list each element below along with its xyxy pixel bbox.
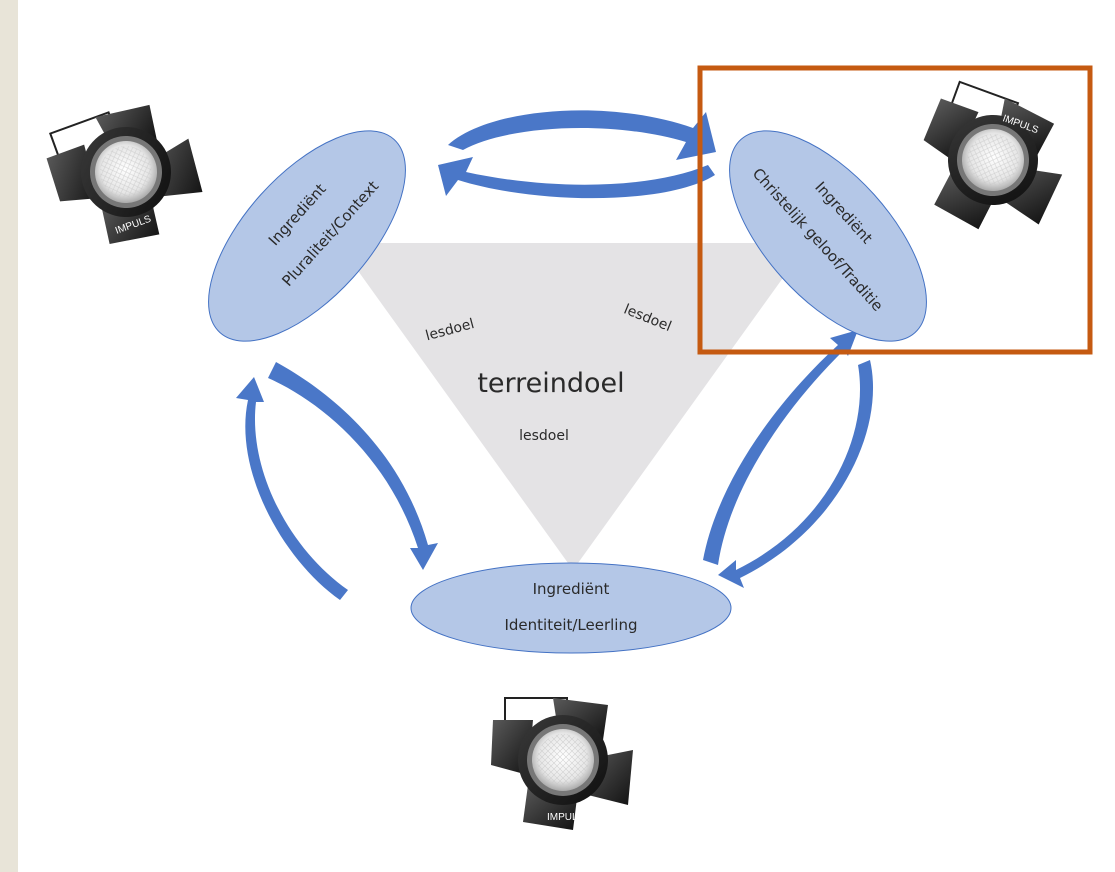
ingredient-pluraliteit-context: Ingrediënt Pluraliteit/Context [208, 130, 406, 342]
diagram: Ingrediënt Pluraliteit/Context Ingrediën… [36, 65, 1093, 831]
cycle-arrows-top [438, 110, 716, 199]
highlight-box [697, 65, 1093, 355]
ingredient-3-line2: Identiteit/Leerling [504, 616, 637, 634]
lesdoel-label-center: lesdoel [519, 428, 569, 444]
spotlight-icon: IMPULS [900, 76, 1081, 251]
spotlight-icon: IMPULS [36, 88, 217, 264]
spotlight-3-label: IMPULS [547, 812, 585, 823]
cycle-arrows-left [236, 362, 438, 600]
diagram-canvas: Ingrediënt Pluraliteit/Context Ingrediën… [18, 0, 1115, 872]
cycle-arrows-right [703, 330, 874, 588]
terreindoel-label: terreindoel [477, 368, 624, 399]
ingredient-3-line1: Ingrediënt [533, 580, 610, 598]
center-triangle [338, 243, 808, 570]
ingredient-identiteit-leerling: Ingrediënt Identiteit/Leerling [410, 562, 732, 654]
spotlight-icon: IMPULS [490, 697, 634, 831]
